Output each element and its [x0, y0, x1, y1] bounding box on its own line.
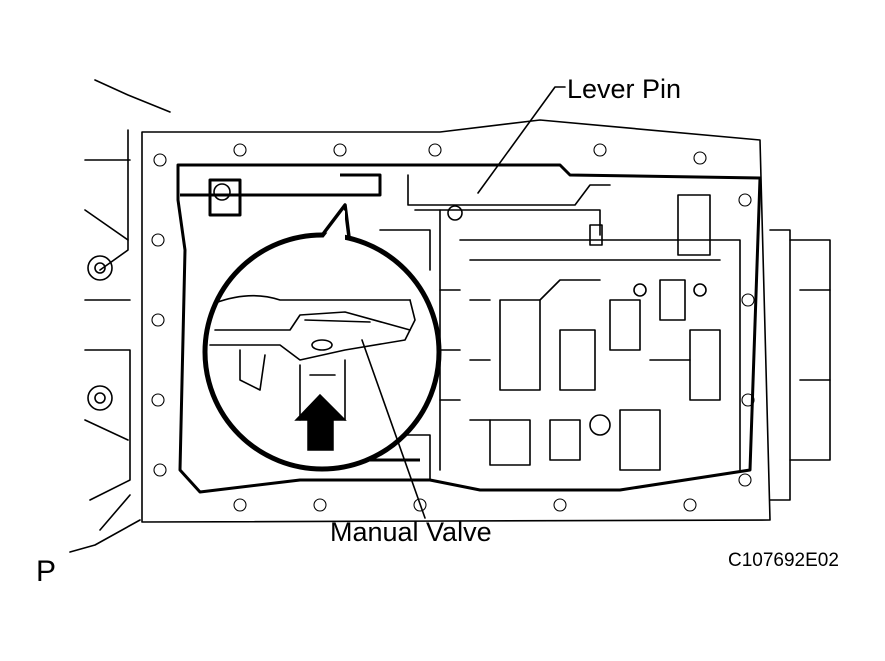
manual-valve-leader	[361, 339, 426, 519]
up-arrow-icon	[294, 393, 347, 451]
manual-valve-label: Manual Valve	[330, 517, 492, 547]
lever-pin-label: Lever Pin	[567, 74, 681, 104]
figure-code: C107692E02	[728, 550, 839, 571]
lever-pin-leader	[477, 86, 566, 194]
right-housing	[677, 194, 831, 501]
transmission-case	[69, 79, 171, 553]
position-label: P	[36, 555, 56, 588]
detail-magnifier	[202, 203, 442, 472]
bolt-holes	[151, 143, 755, 512]
valve-body-plate	[141, 119, 771, 523]
